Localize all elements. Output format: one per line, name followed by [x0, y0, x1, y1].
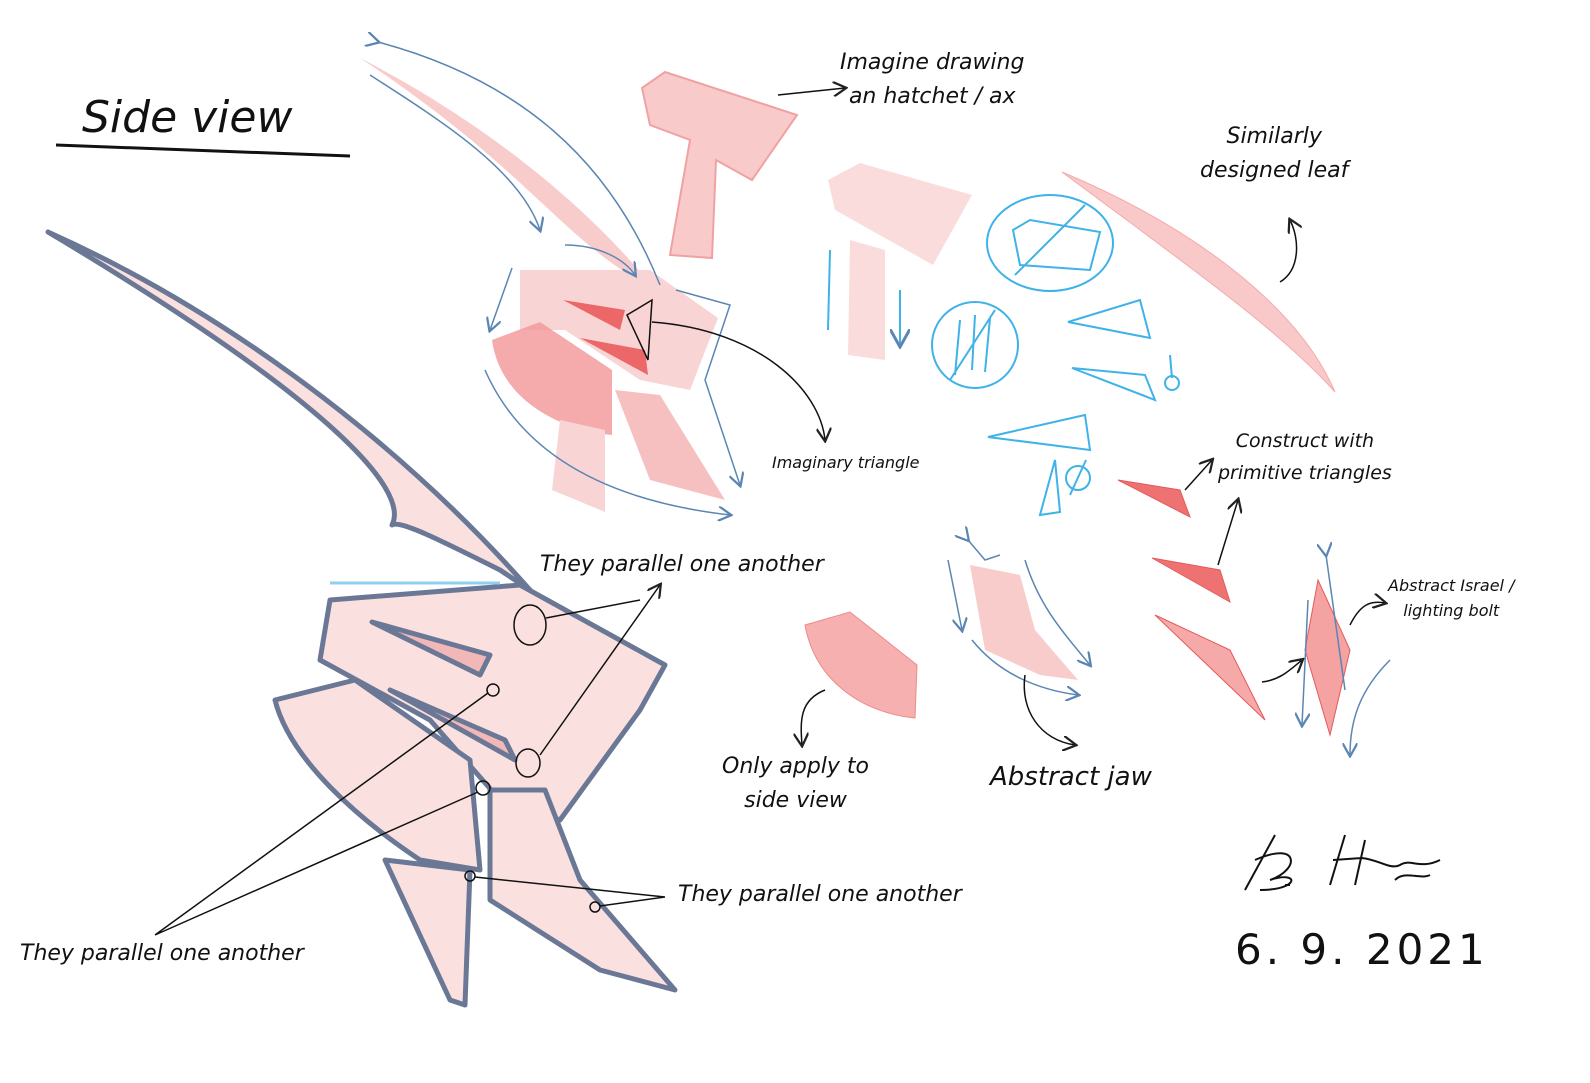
leaf-label: Similarly designed leaf: [1200, 120, 1348, 188]
hatchet-label: Imagine drawing an hatchet / ax: [840, 46, 1024, 114]
bolt-label-line2: lighting bolt: [1403, 601, 1500, 620]
imaginary-triangle-label: Imaginary triangle: [772, 453, 920, 472]
parallel-label-left: They parallel one another: [20, 941, 304, 966]
construct-label-line1: Construct with: [1235, 430, 1375, 452]
parallel-label-right: They parallel one another: [678, 882, 962, 907]
parallel-label-top: They parallel one another: [540, 552, 824, 577]
leaf-label-line2: designed leaf: [1200, 158, 1349, 183]
callout-lines: [154, 585, 665, 936]
side-view-shape: [804, 611, 918, 719]
hatchet-shape: [640, 70, 799, 260]
title-underline: [55, 143, 351, 158]
signature: [1244, 834, 1441, 891]
hatchet-label-line1: Imagine drawing: [840, 50, 1025, 75]
side-view-head: [45, 229, 678, 1008]
bolt-label-line1: Abstract Israel /: [1388, 576, 1515, 595]
jaw-label: Abstract jaw: [990, 762, 1152, 792]
side-only-label-line2: side view: [744, 788, 847, 813]
head-construction: [360, 42, 825, 515]
date-text: 6. 9. 2021: [1235, 925, 1489, 974]
leaf-label-line1: Similarly: [1226, 124, 1322, 149]
leaf-shape: [1061, 171, 1336, 393]
primitive-triangles: [1117, 479, 1351, 737]
side-only-label-line1: Only apply to: [722, 754, 870, 779]
bolt-label: Abstract Israel / lighting bolt: [1388, 573, 1514, 623]
hatchet-label-line2: an hatchet / ax: [848, 84, 1016, 109]
side-only-label: Only apply to side view: [722, 750, 869, 818]
jaw-shape: [970, 565, 1078, 680]
blue-primitives: [827, 194, 1180, 517]
construct-label-line2: primitive triangles: [1218, 462, 1392, 484]
page-title: Side view: [82, 92, 293, 143]
construct-label: Construct with primitive triangles: [1218, 425, 1392, 489]
